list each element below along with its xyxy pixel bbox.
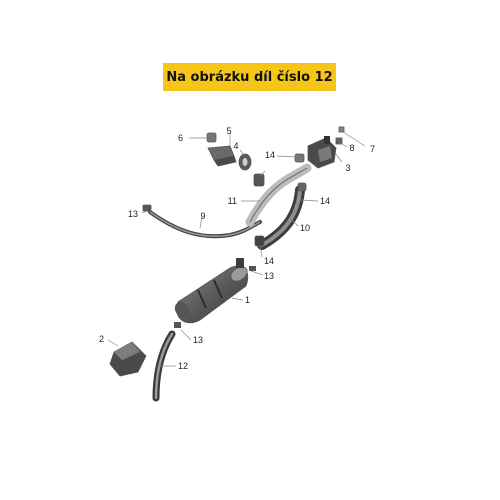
screw-7 <box>338 126 345 133</box>
callout-13-mid: 13 <box>264 271 274 281</box>
callout-14-upper: 14 <box>265 150 275 160</box>
fitting-8 <box>335 137 343 145</box>
clip-13-top <box>142 204 152 212</box>
nut-6 <box>206 132 217 143</box>
bracket-5 <box>207 145 237 167</box>
callout-1: 1 <box>245 295 250 305</box>
grommet-4 <box>238 153 252 171</box>
callout-6: 6 <box>178 133 183 143</box>
clip-13-low <box>174 322 181 328</box>
valve-3 <box>307 136 337 169</box>
callout-13-low: 13 <box>193 335 203 345</box>
callout-7: 7 <box>370 144 375 154</box>
callout-12: 12 <box>178 361 188 371</box>
banner-text: Na obrázku díl číslo 12 <box>166 69 333 85</box>
clamp-14-upper <box>294 153 305 163</box>
callout-3: 3 <box>345 163 350 173</box>
leader-lines <box>107 131 366 367</box>
callout-14-lower: 14 <box>264 256 274 266</box>
callout-5: 5 <box>226 126 231 136</box>
hose-end-14 <box>253 173 265 187</box>
callout-8: 8 <box>349 143 354 153</box>
clamp-14-lower <box>254 235 265 247</box>
callout-11: 11 <box>228 196 237 206</box>
callout-2: 2 <box>99 334 104 344</box>
callout-10: 10 <box>300 223 310 233</box>
clip-13-mid <box>249 266 256 271</box>
rubber-block-2 <box>109 341 147 377</box>
callout-4: 4 <box>233 141 238 151</box>
callout-14-right: 14 <box>320 196 330 206</box>
highlight-banner: Na obrázku díl číslo 12 <box>163 63 336 91</box>
callout-9: 9 <box>200 211 205 221</box>
clamp-14-right <box>297 182 307 192</box>
canister-1 <box>174 258 249 324</box>
callout-13-top: 13 <box>128 209 138 219</box>
